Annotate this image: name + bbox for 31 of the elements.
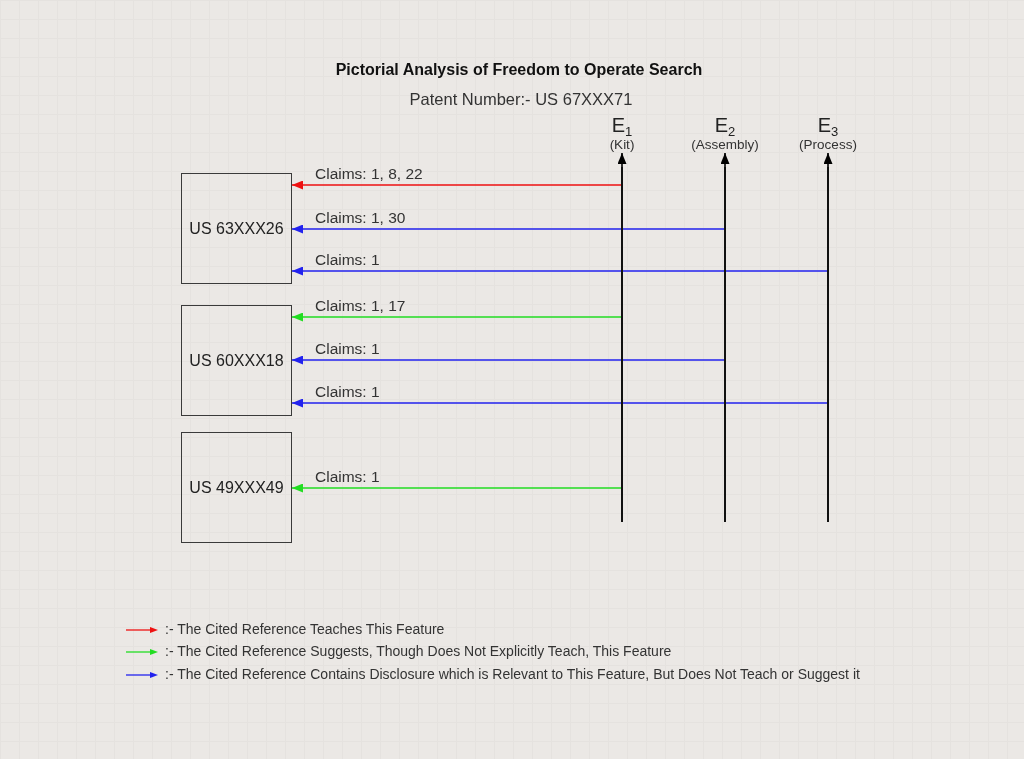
axis-line xyxy=(827,167,829,522)
legend-text: :- The Cited Reference Contains Disclosure which is Relevant to This Feature, But Does Not Teach or Suggest it xyxy=(165,666,860,682)
diagram-subtitle: Patent Number:- US 67XXX71 xyxy=(409,90,633,109)
arrow xyxy=(291,312,622,322)
diagram-title: Pictorial Analysis of Freedom to Operate Search xyxy=(335,61,703,79)
edge-label: Claims: 1, 30 xyxy=(315,209,406,227)
legend-text: :- The Cited Reference Suggests, Though Does Not Explicitly Teach, This Feature xyxy=(165,643,672,659)
arrow xyxy=(823,152,833,168)
axis-line xyxy=(724,167,726,522)
edge-label: Claims: 1, 8, 22 xyxy=(315,165,423,183)
arrow xyxy=(291,266,828,276)
arrow xyxy=(720,152,730,168)
edge-label: Claims: 1 xyxy=(315,468,380,486)
axis-line xyxy=(621,167,623,522)
arrow xyxy=(291,180,622,190)
legend-text: :- The Cited Reference Teaches This Feature xyxy=(165,621,445,637)
arrow xyxy=(291,224,725,234)
patent-box: US 60XXX18 xyxy=(181,305,292,416)
patent-box: US 49XXX49 xyxy=(181,432,292,543)
edge-label: Claims: 1 xyxy=(315,251,380,269)
feature-label: E$_{2}$ (Assembly) xyxy=(691,115,759,153)
feature-label: E$_{1}$ (Kit) xyxy=(609,115,635,153)
edge-label: Claims: 1, 17 xyxy=(315,297,406,315)
feature-label: E$_{3}$ (Process) xyxy=(799,115,857,153)
arrow xyxy=(291,398,828,408)
edge-label: Claims: 1 xyxy=(315,340,380,358)
arrow xyxy=(617,152,627,168)
patent-box: US 63XXX26 xyxy=(181,173,292,284)
edge-label: Claims: 1 xyxy=(315,383,380,401)
arrow xyxy=(291,483,622,493)
arrow xyxy=(291,355,725,365)
